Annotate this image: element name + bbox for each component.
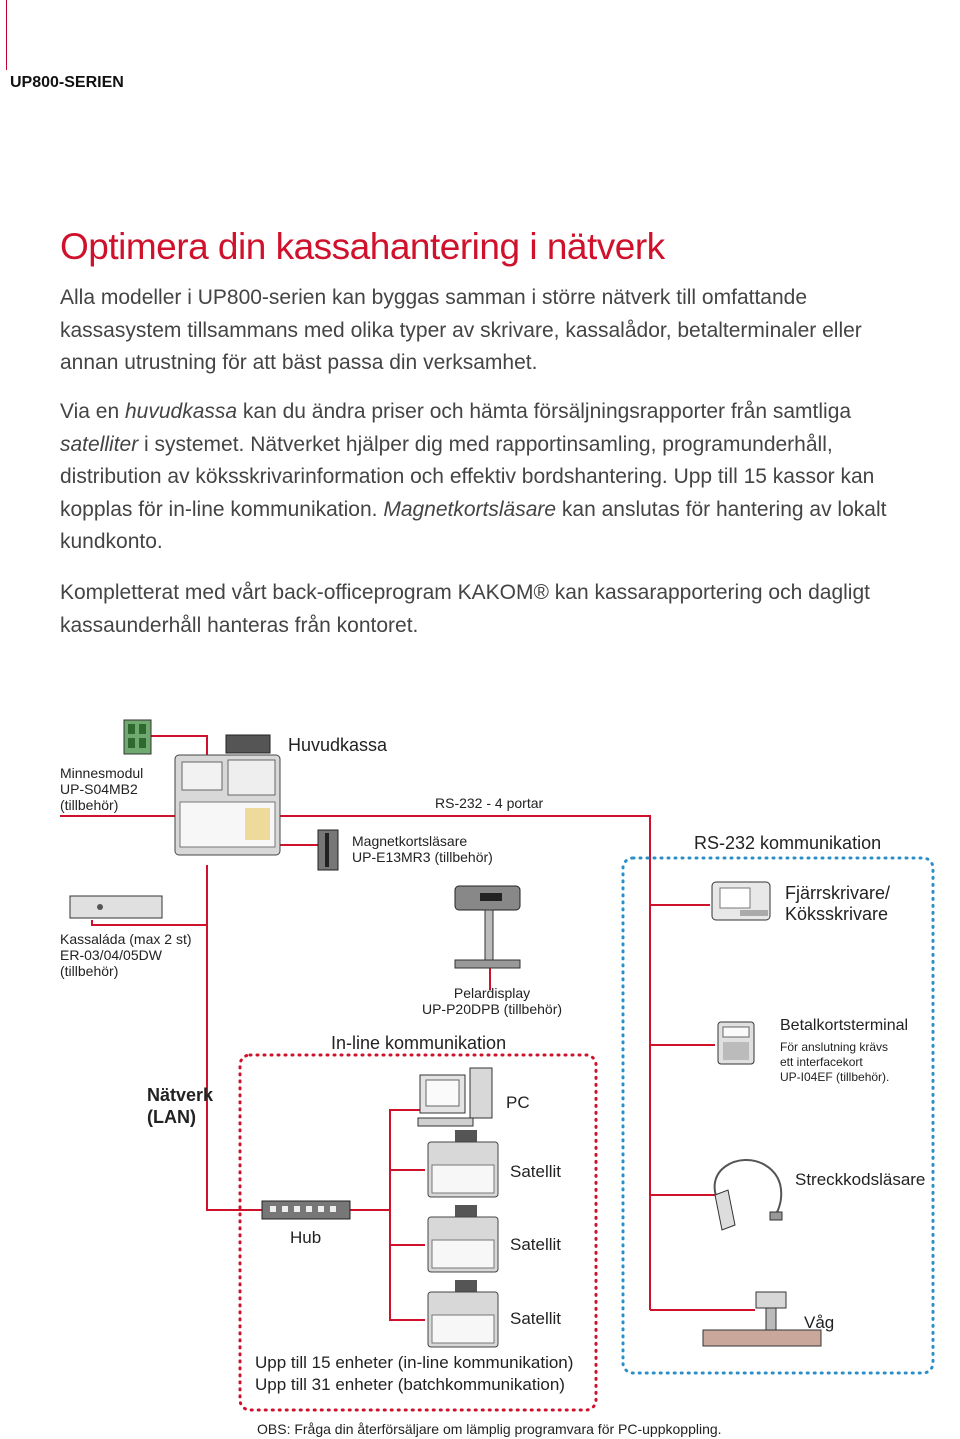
- barcode-scanner-icon: [713, 1159, 783, 1231]
- pc-icon: [417, 1067, 493, 1127]
- scale-label: Våg: [804, 1313, 835, 1332]
- intro-paragraph-1: Alla modeller i UP800-serien kan byggas …: [60, 286, 862, 374]
- cash-drawer-label: Kassaláda (max 2 st)ER-03/04/05DW(tillbe…: [60, 931, 192, 979]
- memory-module-icon: [123, 719, 152, 755]
- inline-group-box: [238, 1053, 598, 1412]
- intro-paragraph-3: Kompletterat med vårt back-officeprogram…: [60, 581, 870, 637]
- intro-paragraph-2: Via en huvudkassa kan du ändra priser oc…: [60, 400, 887, 553]
- payment-terminal-icon: [717, 1021, 755, 1065]
- pole-display-icon: [454, 885, 521, 969]
- satellite-label-2: Satellit: [510, 1235, 562, 1254]
- satellite-register-icon-3: [427, 1280, 499, 1348]
- payment-terminal-label: Betalkortsterminal: [780, 1017, 909, 1034]
- scale-icon: [702, 1291, 822, 1347]
- obs-note: OBS: Fråga din återförsäljare om lämplig…: [257, 1421, 722, 1437]
- satellite-label-3: Satellit: [510, 1309, 562, 1328]
- hub-icon: [261, 1200, 351, 1220]
- rs232-group-box: [621, 856, 935, 1375]
- margin-rule: [6, 0, 7, 70]
- magnetic-reader-icon: [317, 829, 339, 871]
- barcode-scanner-label: Streckkodsläsare: [795, 1170, 926, 1189]
- rs232-ports-label: RS-232 - 4 portar: [435, 795, 544, 811]
- inline-comm-label: In-line kommunikation: [331, 1033, 507, 1053]
- main-register-icon: [174, 734, 281, 856]
- cash-drawer-icon: [69, 895, 163, 919]
- printer-label: Fjärrskrivare/Köksskrivare: [785, 883, 891, 924]
- network-lan-label: Nätverk(LAN): [147, 1085, 214, 1127]
- rs232-comm-label: RS-232 kommunikation: [694, 833, 882, 853]
- satellite-register-icon-1: [427, 1130, 499, 1198]
- units-note: Upp till 15 enheter (in-line kommunikati…: [255, 1353, 574, 1394]
- series-label: UP800-SERIEN: [10, 74, 124, 91]
- connection-lines: [60, 735, 755, 1321]
- page-title: Optimera din kassahantering i nätverk: [60, 226, 665, 267]
- satellite-label-1: Satellit: [510, 1162, 562, 1181]
- printer-icon: [711, 881, 771, 921]
- pc-label: PC: [506, 1093, 530, 1112]
- hub-label: Hub: [290, 1228, 322, 1247]
- satellite-register-icon-2: [427, 1205, 499, 1273]
- main-register-label: Huvudkassa: [288, 735, 388, 755]
